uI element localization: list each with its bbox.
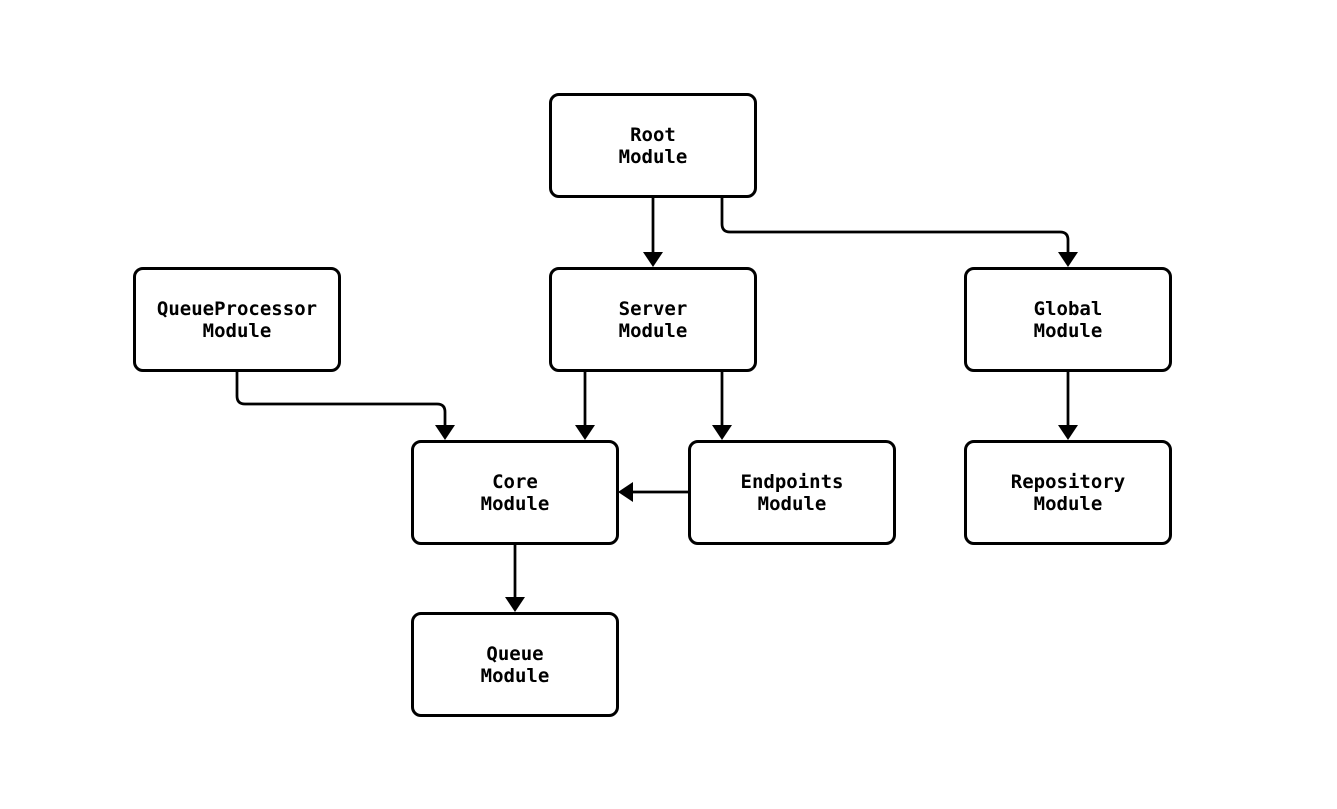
arrowhead-server-to-endpoints	[712, 425, 732, 440]
edge-root-to-global	[720, 198, 1070, 254]
node-label-line1: Repository	[1010, 470, 1126, 493]
node-label-line1: Global	[1033, 297, 1103, 320]
node-label-line1: QueueProcessor	[156, 297, 318, 320]
node-repository-module: Repository Module	[964, 440, 1172, 545]
node-queue-module: Queue Module	[411, 612, 619, 717]
node-label-line1: Root	[630, 123, 676, 146]
node-label-line1: Server	[618, 297, 688, 320]
node-label-line2: Module	[480, 664, 550, 687]
node-label-line2: Module	[618, 145, 688, 168]
node-root-module: Root Module	[549, 93, 757, 198]
node-label-line2: Module	[1033, 319, 1103, 342]
node-label-line2: Module	[757, 492, 827, 515]
node-label-line2: Module	[480, 492, 550, 515]
node-core-module: Core Module	[411, 440, 619, 545]
arrowhead-core-to-queue	[505, 597, 525, 612]
node-label-line1: Queue	[486, 642, 544, 665]
node-global-module: Global Module	[964, 267, 1172, 372]
node-server-module: Server Module	[549, 267, 757, 372]
arrowhead-queueprocessor-to-core	[435, 425, 455, 440]
arrowhead-endpoints-to-core	[618, 482, 633, 502]
node-queueprocessor-module: QueueProcessor Module	[133, 267, 341, 372]
node-label-line2: Module	[202, 319, 272, 342]
arrowhead-root-to-global	[1058, 252, 1078, 267]
node-label-line1: Core	[492, 470, 538, 493]
node-label-line2: Module	[618, 319, 688, 342]
arrowhead-root-to-server	[643, 252, 663, 267]
node-endpoints-module: Endpoints Module	[688, 440, 896, 545]
edge-queueprocessor-to-core	[235, 372, 447, 427]
node-label-line2: Module	[1033, 492, 1103, 515]
arrowhead-global-to-repository	[1058, 425, 1078, 440]
node-label-line1: Endpoints	[740, 470, 844, 493]
arrowhead-server-to-core	[575, 425, 595, 440]
